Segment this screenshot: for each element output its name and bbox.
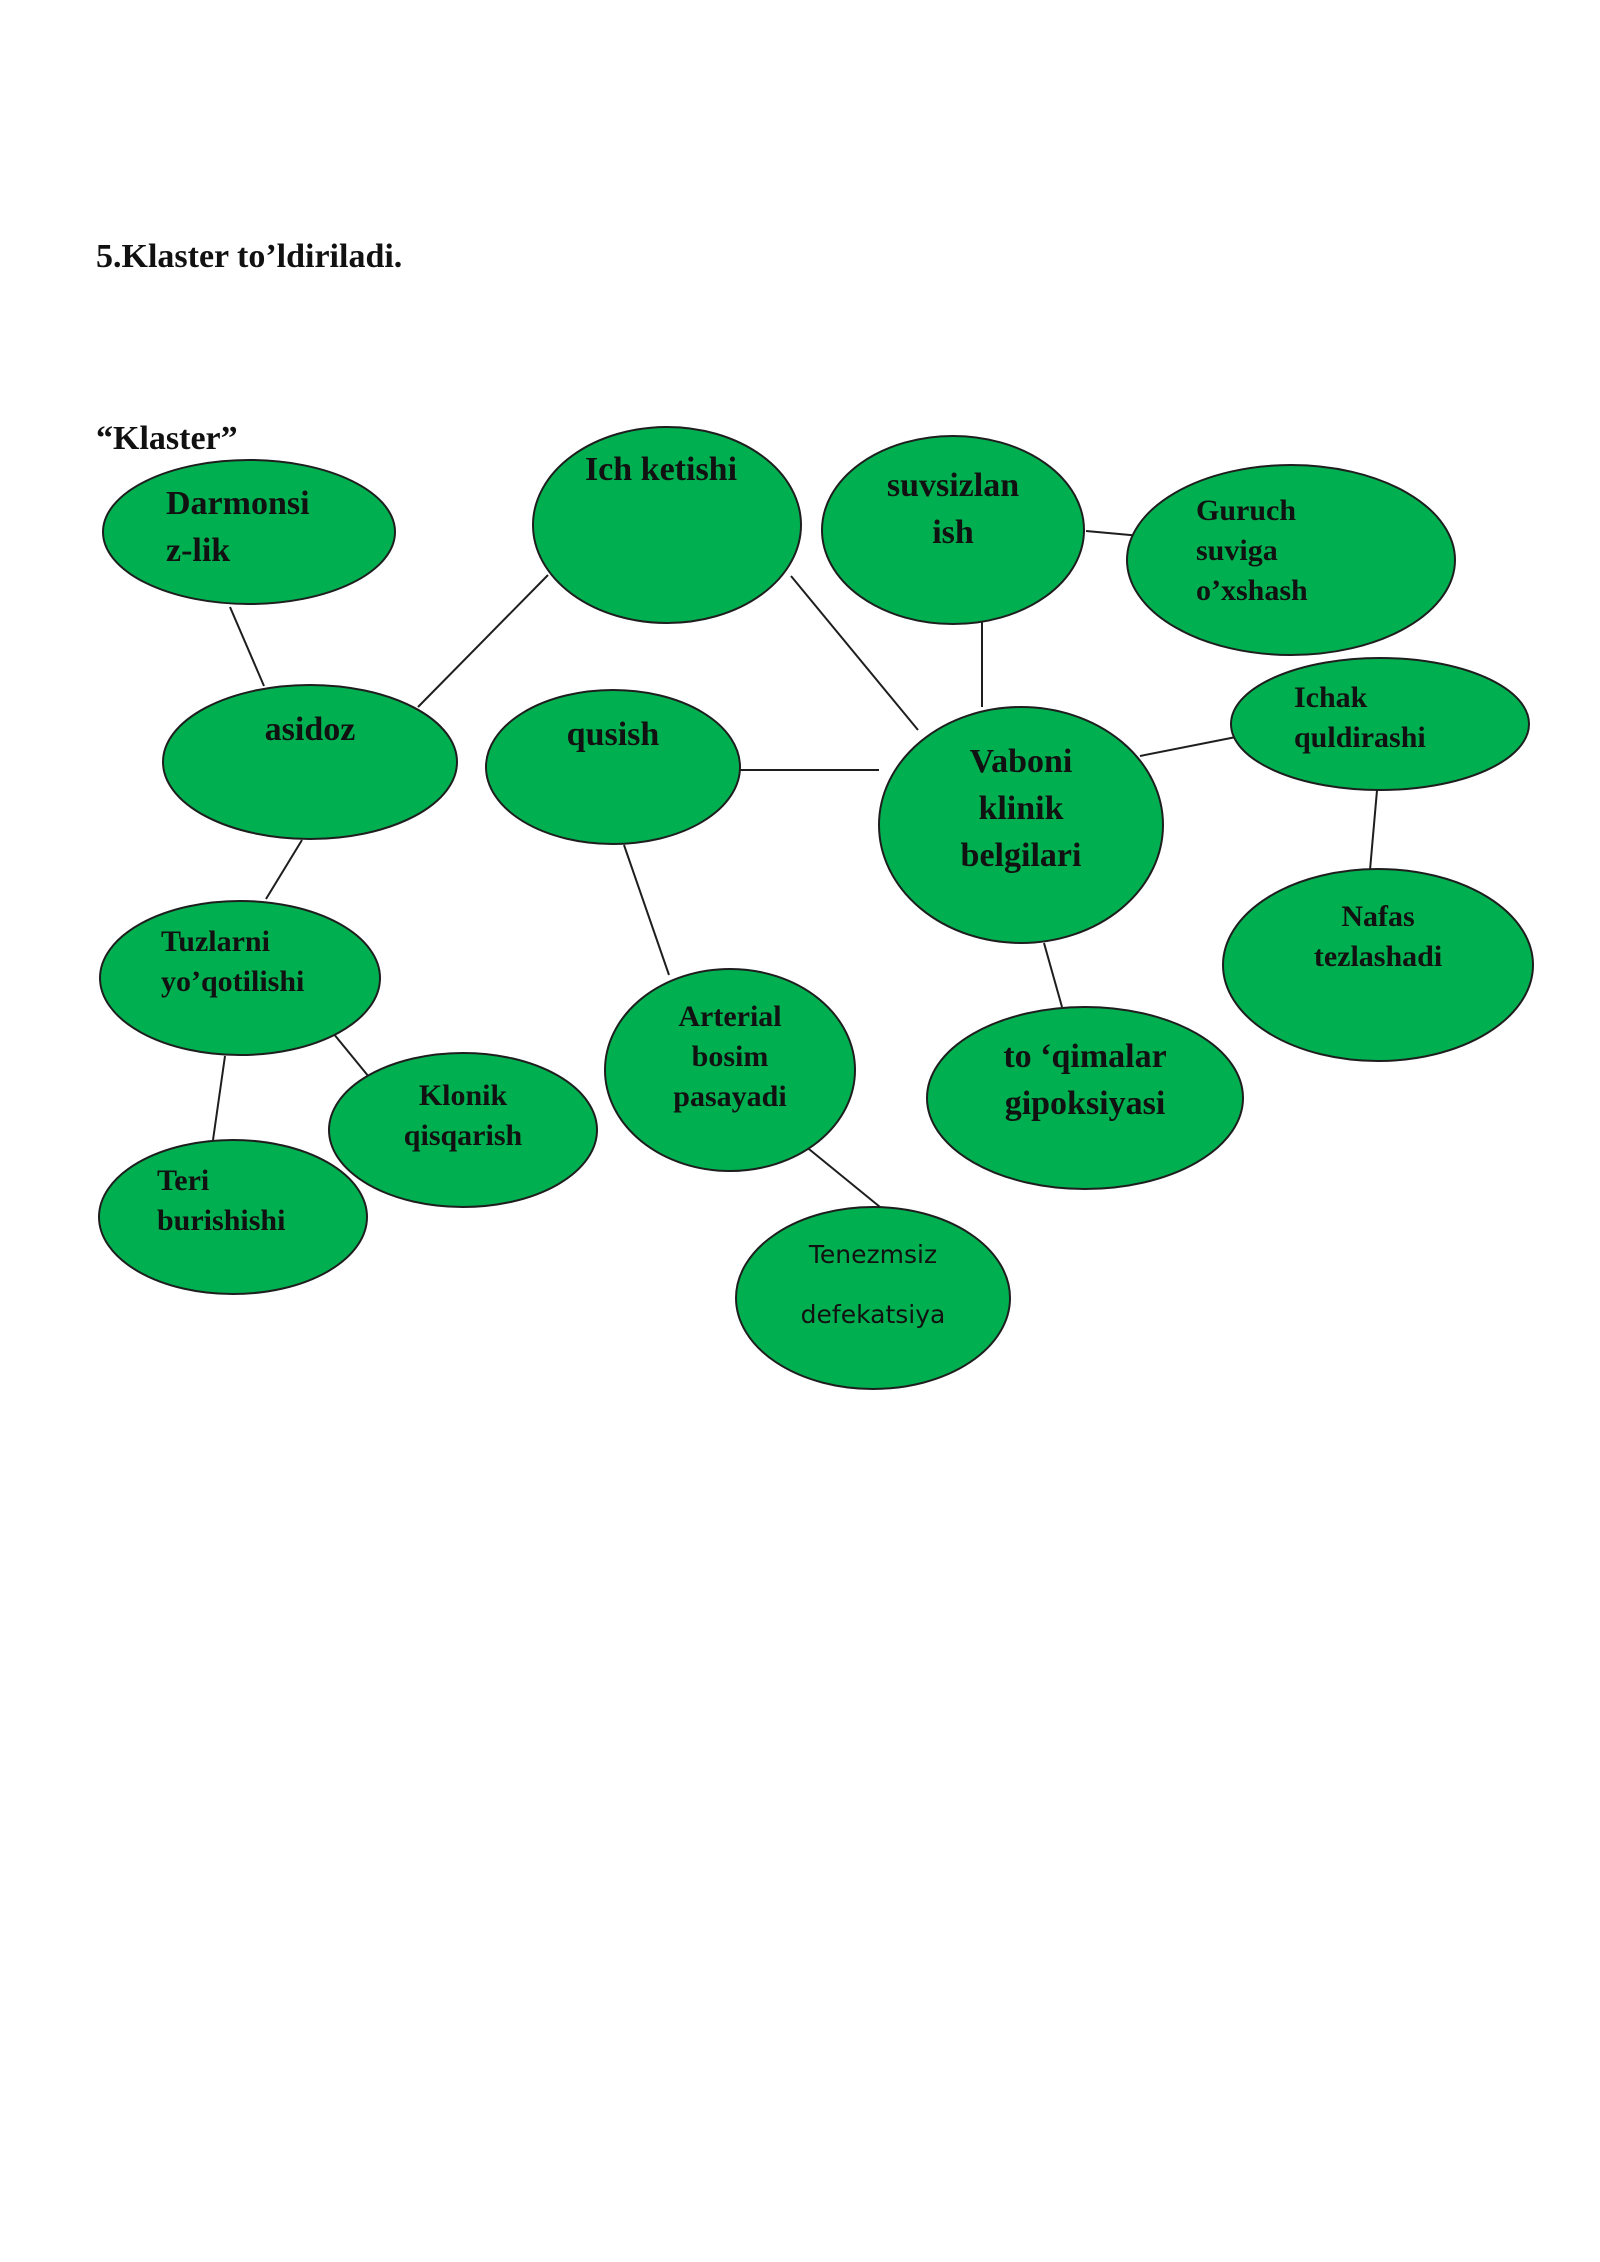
node-toqimalar-gipoksiyasi: to ‘qimalar gipoksiyasi xyxy=(926,1006,1244,1190)
node-ellipse xyxy=(926,1006,1244,1190)
node-ellipse xyxy=(99,900,381,1056)
edge-qusish-to-arterial-bosim-pasayadi xyxy=(623,844,670,976)
node-label-line: Ich ketishi xyxy=(585,451,737,488)
node-label-line: bosim xyxy=(692,1040,769,1073)
node-label: Arterial bosim pasayadi xyxy=(673,1000,786,1113)
node-label-line: z-lik xyxy=(166,532,230,569)
node-ellipse xyxy=(1222,868,1534,1062)
node-label: Klonik qisqarish xyxy=(404,1079,523,1152)
edge-vaboni-klinik-belgilari-to-ichak-quldirashi xyxy=(1139,736,1237,757)
node-ellipse xyxy=(532,426,802,624)
node-ellipse xyxy=(98,1139,368,1295)
node-label: Ich ketishi xyxy=(585,451,737,488)
edge-ichak-quldirashi-to-nafas-tezlashadi xyxy=(1369,778,1379,871)
node-label-line: quldirashi xyxy=(1294,721,1426,754)
node-label-line: belgilari xyxy=(961,837,1082,874)
node-label-line: Darmonsi xyxy=(166,485,310,522)
node-label-line: tezlashadi xyxy=(1314,940,1442,973)
node-label-line: Vaboni xyxy=(970,743,1073,780)
node-label-line: to ‘qimalar xyxy=(1003,1038,1166,1075)
node-ellipse xyxy=(604,968,856,1172)
node-label: Tuzlarni yo’qotilishi xyxy=(161,925,304,998)
node-ellipse xyxy=(162,684,458,840)
node-label: Darmonsi z-lik xyxy=(166,485,310,569)
node-label: Teri burishishi xyxy=(157,1164,285,1237)
edge-asidoz-to-ich-ketishi xyxy=(417,574,549,708)
node-ellipse xyxy=(878,706,1164,944)
node-label-line: Tuzlarni xyxy=(161,925,270,958)
node-label-line: Arterial xyxy=(678,1000,781,1033)
node-label-line: suvsizlan xyxy=(887,467,1019,504)
node-label: to ‘qimalar gipoksiyasi xyxy=(1003,1038,1166,1122)
node-ellipse xyxy=(1230,657,1530,791)
node-vaboni-klinik-belgilari: Vaboni klinik belgilari xyxy=(878,706,1164,944)
node-darmonsizlik: Darmonsi z-lik xyxy=(102,459,396,605)
node-ellipse xyxy=(821,435,1085,625)
edge-ich-ketishi-to-vaboni-klinik-belgilari xyxy=(790,575,919,731)
node-klonik-qisqarish: Klonik qisqarish xyxy=(328,1052,598,1208)
edge-arterial-bosim-pasayadi-to-tenezmsiz-defekatsiya xyxy=(803,1144,881,1208)
node-label-line: Tenezmsiz xyxy=(808,1240,937,1269)
node-label-line: yo’qotilishi xyxy=(161,965,304,998)
node-label-line: Guruch xyxy=(1196,494,1296,527)
node-label: Vaboni klinik belgilari xyxy=(961,743,1082,874)
node-asidoz: asidoz xyxy=(162,684,458,840)
node-tenezmsiz-defekatsiya: Tenezmsiz defekatsiya xyxy=(735,1206,1011,1390)
node-ich-ketishi: Ich ketishi xyxy=(532,426,802,624)
node-ellipse xyxy=(328,1052,598,1208)
node-label-line: klinik xyxy=(978,790,1063,827)
cluster-title: “Klaster” xyxy=(96,420,238,457)
node-label: Tenezmsiz defekatsiya xyxy=(801,1240,946,1329)
node-suvsizlanish: suvsizlan ish xyxy=(821,435,1085,625)
node-ichak-quldirashi: Ichak quldirashi xyxy=(1230,657,1530,791)
node-label-line: pasayadi xyxy=(673,1080,786,1113)
node-guruch-suviga: Guruch suviga o’xshash xyxy=(1126,464,1456,656)
edge-darmonsizlik-to-asidoz xyxy=(229,606,265,687)
node-ellipse xyxy=(735,1206,1011,1390)
node-label-line: suviga xyxy=(1196,534,1278,567)
node-label-line: gipoksiyasi xyxy=(1005,1085,1166,1122)
node-arterial-bosim-pasayadi: Arterial bosim pasayadi xyxy=(604,968,856,1172)
node-label-line: Teri xyxy=(157,1164,209,1197)
node-label-line: Klonik xyxy=(419,1079,508,1112)
node-label-line: o’xshash xyxy=(1196,574,1308,607)
node-label: Ichak quldirashi xyxy=(1294,681,1426,754)
section-heading: 5.Klaster to’ldiriladi. xyxy=(96,238,403,275)
node-label-line: qisqarish xyxy=(404,1119,523,1152)
node-ellipse xyxy=(102,459,396,605)
node-label: qusish xyxy=(567,716,660,753)
edge-vaboni-klinik-belgilari-to-toqimalar-gipoksiyasi xyxy=(1043,942,1063,1008)
node-label-line: Ichak xyxy=(1294,681,1368,714)
node-label: suvsizlan ish xyxy=(887,467,1019,551)
node-label: Guruch suviga o’xshash xyxy=(1196,494,1308,607)
node-label-line: qusish xyxy=(567,716,660,753)
node-label-line: defekatsiya xyxy=(801,1300,946,1329)
edge-tuzlarni-yoqotilishi-to-teri-burishishi xyxy=(212,1055,226,1141)
edge-asidoz-to-tuzlarni-yoqotilishi xyxy=(265,839,303,900)
edge-tuzlarni-yoqotilishi-to-klonik-qisqarish xyxy=(332,1032,370,1078)
node-qusish: qusish xyxy=(485,689,741,845)
node-ellipse xyxy=(485,689,741,845)
node-label: Nafas tezlashadi xyxy=(1314,900,1442,973)
node-label-line: Nafas xyxy=(1341,900,1414,933)
node-label-line: ish xyxy=(932,514,974,551)
node-ellipse xyxy=(1126,464,1456,656)
node-nafas-tezlashadi: Nafas tezlashadi xyxy=(1222,868,1534,1062)
node-tuzlarni-yoqotilishi: Tuzlarni yo’qotilishi xyxy=(99,900,381,1056)
node-teri-burishishi: Teri burishishi xyxy=(98,1139,368,1295)
node-label-line: asidoz xyxy=(265,711,356,748)
node-label: asidoz xyxy=(265,711,356,748)
node-label-line: burishishi xyxy=(157,1204,285,1237)
